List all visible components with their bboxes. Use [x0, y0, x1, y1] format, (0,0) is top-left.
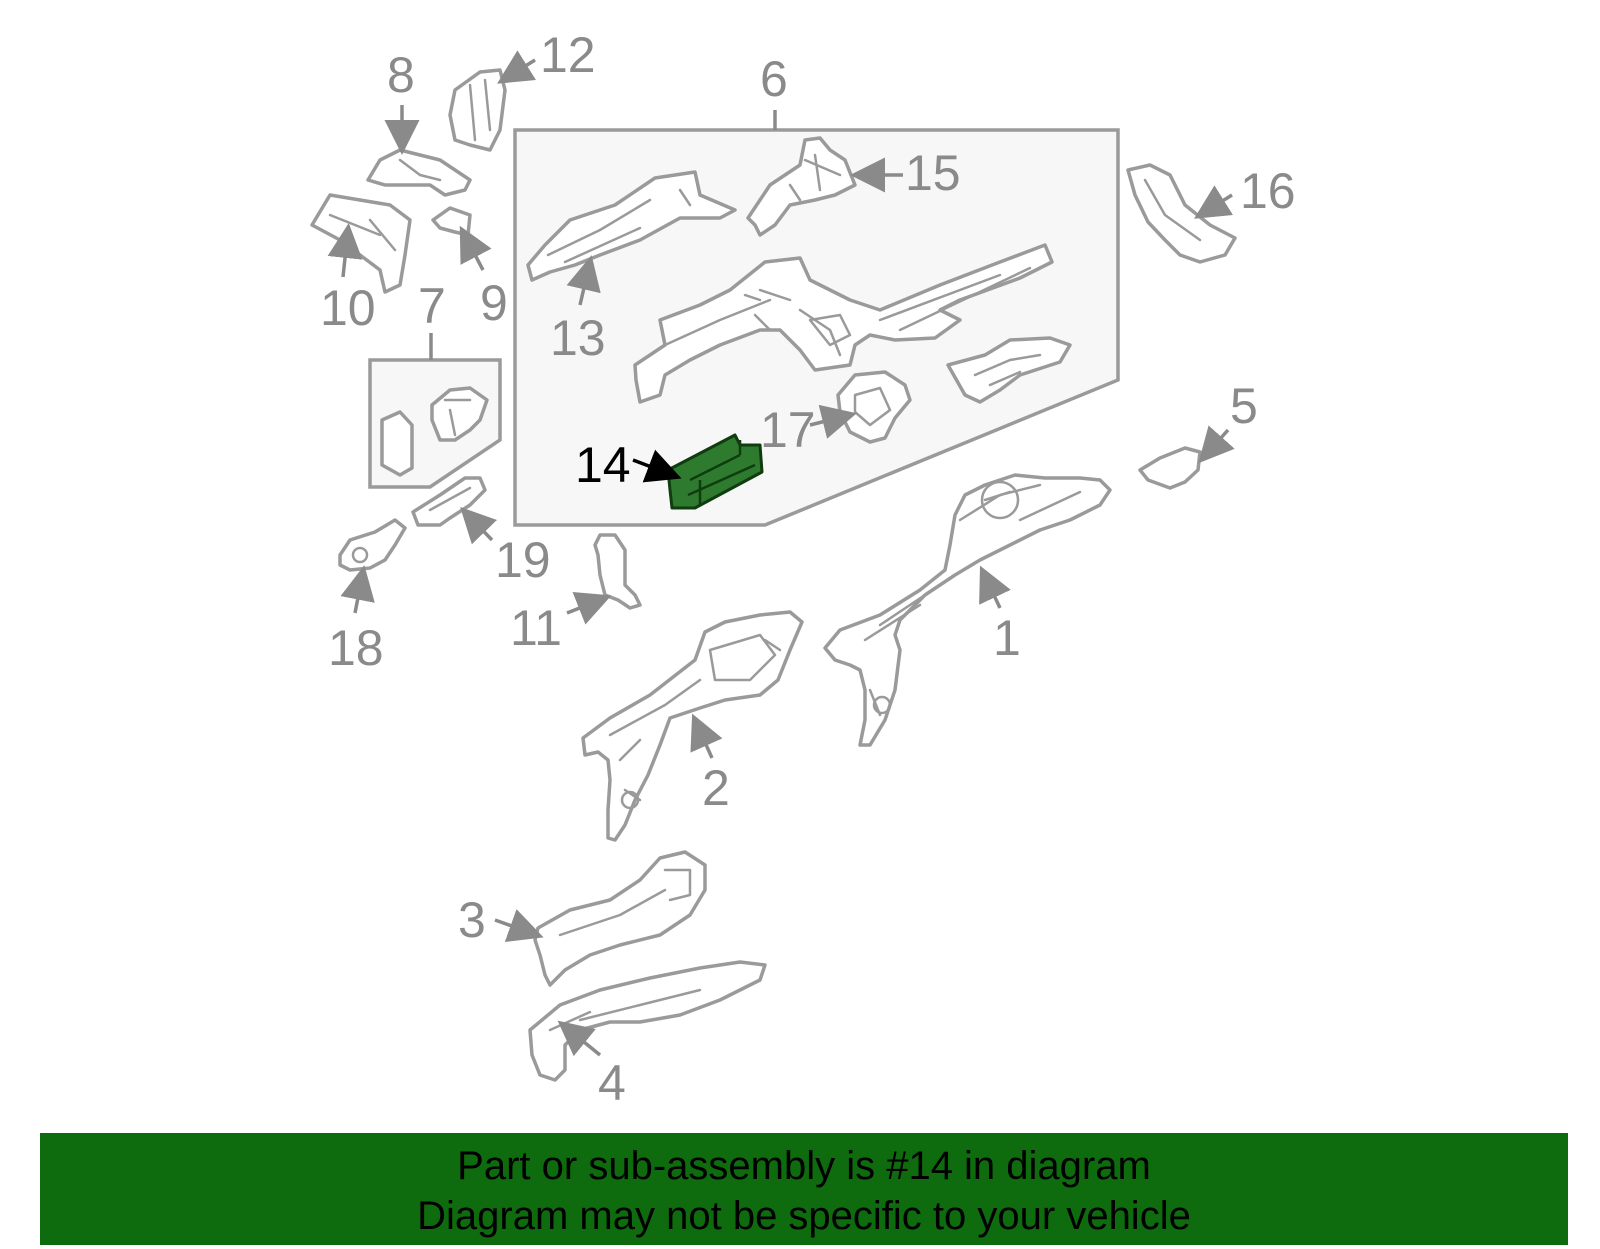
- arrow-5: [1198, 425, 1235, 464]
- part-16: [1126, 163, 1237, 264]
- part-9: [431, 206, 472, 237]
- callout-9: 9: [480, 275, 508, 331]
- arrow-9: [459, 225, 492, 271]
- part-13: [526, 170, 737, 282]
- part-19: [411, 476, 487, 527]
- callout-16: 16: [1240, 163, 1296, 219]
- callout-3: 3: [458, 892, 486, 948]
- arrow-3: [494, 909, 544, 943]
- part-2: [581, 610, 804, 842]
- callout-5: 5: [1230, 378, 1258, 434]
- callout-11: 11: [510, 600, 562, 656]
- arrow-2: [690, 713, 723, 759]
- arrow-11: [566, 592, 612, 625]
- arrow-17: [809, 404, 857, 439]
- arrow-18: [340, 565, 375, 614]
- callout-2: 2: [702, 760, 730, 816]
- callout-6: 6: [760, 51, 788, 107]
- callout-15: 15: [905, 145, 961, 201]
- callout-10: 10: [320, 280, 376, 336]
- arrow-16: [1194, 185, 1234, 219]
- callout-18: 18: [328, 620, 384, 676]
- callout-7: 7: [418, 278, 446, 334]
- callout-14: 14: [575, 437, 631, 493]
- callout-1: 1: [993, 610, 1021, 666]
- arrow-10: [327, 223, 363, 278]
- arrow-4: [557, 1020, 602, 1057]
- callout-17: 17: [760, 402, 816, 458]
- callout-12: 12: [540, 27, 596, 83]
- callout-8: 8: [387, 47, 415, 103]
- part-14-highlighted: [666, 433, 764, 510]
- callout-19: 19: [495, 532, 551, 588]
- part-1: [823, 473, 1112, 747]
- part-18: [338, 518, 407, 572]
- part-10: [310, 193, 412, 294]
- arrow-1: [979, 565, 1011, 609]
- box6-small-bracket: [946, 336, 1072, 404]
- arrow-13: [566, 255, 601, 306]
- footer-banner: Part or sub-assembly is #14 in diagram D…: [40, 1133, 1568, 1245]
- arrow-12: [497, 50, 537, 84]
- part-5: [1138, 446, 1202, 490]
- footer-line-2: Diagram may not be specific to your vehi…: [417, 1194, 1191, 1238]
- part-4: [528, 960, 767, 1082]
- part-3: [533, 850, 707, 987]
- part-11: [593, 533, 642, 610]
- crossmember: [633, 243, 1054, 404]
- callout-13: 13: [550, 310, 606, 366]
- arrow-19: [460, 506, 498, 545]
- arrow-14: [632, 449, 682, 483]
- footer-line-1: Part or sub-assembly is #14 in diagram: [457, 1144, 1151, 1188]
- callout-4: 4: [598, 1055, 626, 1111]
- part-7-contents: [380, 386, 489, 477]
- part-12: [448, 68, 507, 152]
- part-8: [366, 148, 472, 197]
